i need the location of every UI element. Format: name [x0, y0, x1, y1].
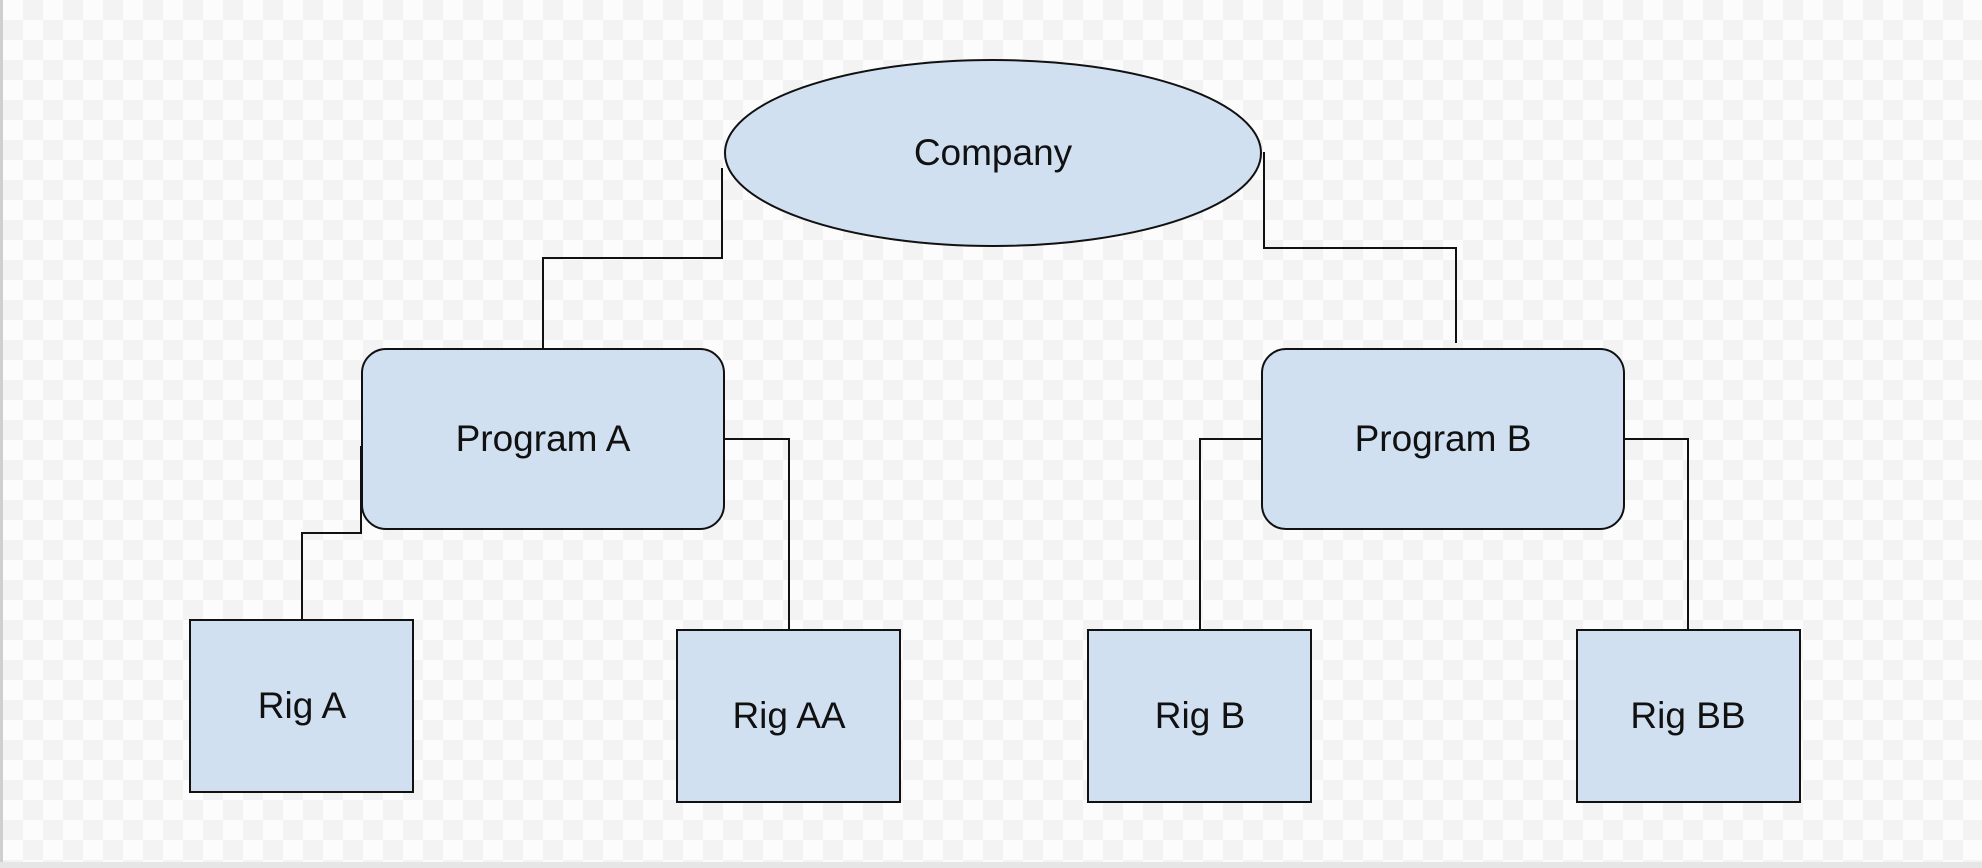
company-label: Company	[914, 132, 1073, 173]
node-program-a[interactable]: Program A	[361, 348, 725, 530]
rig-a-box	[189, 619, 414, 793]
node-program-b[interactable]: Program B	[1261, 348, 1625, 530]
connector-company-program-b	[1263, 152, 1457, 343]
node-rig-b[interactable]: Rig B	[1087, 629, 1312, 803]
rig-a-label: Rig A	[258, 685, 347, 726]
rig-bb-box	[1576, 629, 1801, 803]
connector-program-b-rig-bb	[1624, 438, 1689, 629]
program-a-box	[361, 348, 725, 530]
rig-aa-box	[676, 629, 901, 803]
node-company[interactable]: Company	[724, 59, 1262, 247]
program-b-box	[1261, 348, 1625, 530]
node-rig-a[interactable]: Rig A	[189, 619, 414, 793]
node-rig-aa[interactable]: Rig AA	[676, 629, 901, 803]
rig-b-box	[1087, 629, 1312, 803]
rig-b-label: Rig B	[1155, 695, 1245, 736]
connector-company-program-a	[542, 168, 723, 349]
connector-program-a-rig-a	[301, 446, 362, 619]
connector-program-a-rig-aa	[724, 438, 790, 629]
program-b-label: Program B	[1355, 418, 1532, 459]
rig-bb-label: Rig BB	[1630, 695, 1745, 736]
company-ellipse	[724, 59, 1262, 247]
connector-program-b-rig-b	[1199, 438, 1262, 629]
rig-aa-label: Rig AA	[732, 695, 845, 736]
node-rig-bb[interactable]: Rig BB	[1576, 629, 1801, 803]
program-a-label: Program A	[456, 418, 631, 459]
canvas-bottom-edge	[0, 862, 1982, 868]
